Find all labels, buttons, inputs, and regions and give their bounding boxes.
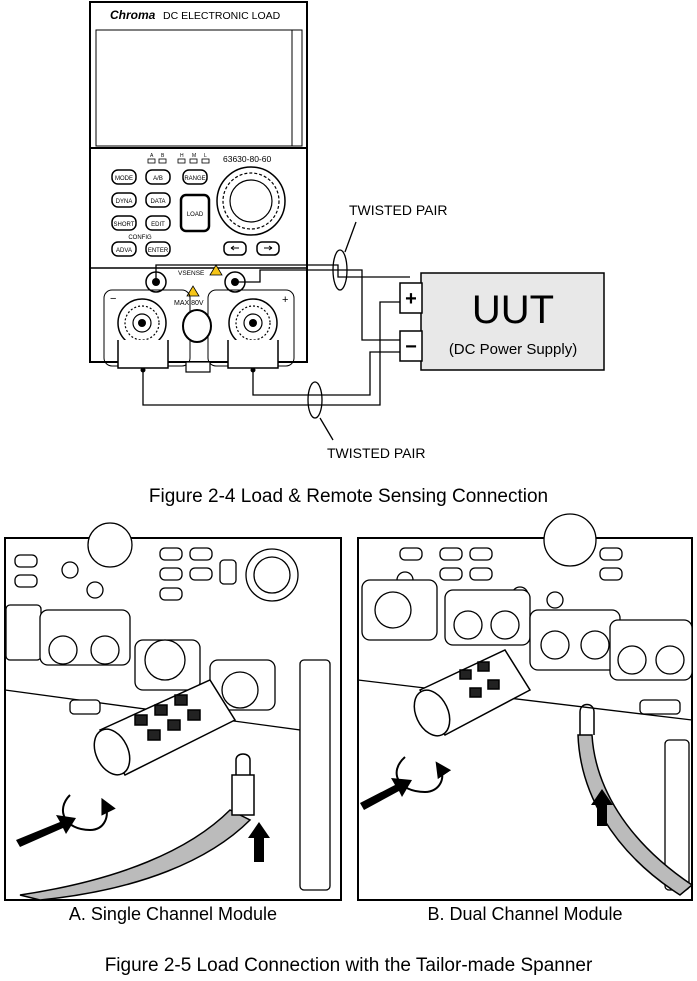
data-key[interactable] bbox=[145, 192, 171, 208]
mode-key[interactable] bbox=[111, 169, 137, 185]
range-key-label: RANGE bbox=[184, 176, 205, 182]
uut-plus-terminal[interactable] bbox=[399, 282, 423, 314]
spanner-a bbox=[93, 679, 237, 776]
enter-key[interactable] bbox=[145, 241, 171, 257]
rotary-knob[interactable] bbox=[216, 166, 286, 236]
config-label: CONFIG bbox=[128, 235, 152, 241]
panel-b-dual-channel bbox=[357, 513, 694, 901]
load-plus-sign: + bbox=[282, 294, 288, 306]
panel-b-caption: B. Dual Channel Module bbox=[427, 904, 623, 924]
arrow-icon bbox=[360, 778, 412, 810]
device-title: DC ELECTRONIC LOAD bbox=[163, 10, 281, 22]
data-key-label: DATA bbox=[150, 199, 165, 205]
right-arrow-icon bbox=[264, 245, 273, 251]
keypad: MODE A/B RANGE DYNA DATA SHORT EDIT CONF… bbox=[111, 169, 280, 257]
uut-minus-terminal[interactable] bbox=[399, 330, 423, 362]
vsense-label: VSENSE bbox=[178, 270, 205, 277]
ab-key-label: A/B bbox=[153, 176, 163, 182]
led-h bbox=[177, 158, 186, 164]
twisted-pair-marker-top bbox=[332, 249, 348, 291]
load-minus-terminal[interactable] bbox=[103, 289, 191, 369]
figure-2-5-caption: Figure 2-5 Load Connection with the Tail… bbox=[104, 955, 593, 976]
led-label-a: A bbox=[150, 153, 154, 159]
enter-key-label: ENTER bbox=[148, 248, 169, 254]
led-l bbox=[201, 158, 210, 164]
arrow-icon bbox=[591, 789, 613, 826]
twisted-pair-marker-bottom bbox=[307, 381, 323, 419]
led-b bbox=[158, 158, 167, 164]
led-m bbox=[189, 158, 198, 164]
led-label-m: M bbox=[192, 153, 196, 159]
arrow-icon bbox=[16, 815, 76, 847]
edit-key-label: EDIT bbox=[151, 222, 165, 228]
figure-2-4-caption: Figure 2-4 Load & Remote Sensing Connect… bbox=[148, 486, 549, 507]
load-key-label: LOAD bbox=[187, 212, 204, 218]
spanner-b bbox=[413, 649, 532, 737]
wiring bbox=[142, 221, 410, 441]
twisted-pair-label-bottom: TWISTED PAIR bbox=[327, 445, 426, 461]
panel-a-single-channel bbox=[4, 522, 342, 901]
edit-key[interactable] bbox=[145, 215, 171, 231]
ab-key[interactable] bbox=[145, 169, 171, 185]
led-label-b: B bbox=[161, 153, 165, 159]
led-label-h: H bbox=[180, 153, 184, 159]
mode-key-label: MODE bbox=[115, 176, 133, 182]
uut-box: UUT (DC Power Supply) + − bbox=[399, 272, 605, 371]
load-plus-terminal[interactable] bbox=[207, 289, 295, 369]
arrow-icon bbox=[248, 822, 270, 862]
warning-icon bbox=[209, 264, 223, 276]
load-key[interactable] bbox=[179, 193, 211, 233]
device-front-panel: Chroma DC ELECTRONIC LOAD 63630-80-60 A … bbox=[89, 1, 308, 373]
uut-subtitle: (DC Power Supply) bbox=[449, 341, 577, 358]
range-key[interactable] bbox=[182, 169, 208, 185]
adva-key-label: ADVA bbox=[116, 248, 132, 254]
led-indicators: A B H M L bbox=[147, 153, 210, 164]
panel-a-caption: A. Single Channel Module bbox=[68, 904, 278, 924]
uut-minus-sign: − bbox=[405, 336, 417, 358]
short-key[interactable] bbox=[111, 215, 137, 231]
rotation-arrow-icon bbox=[61, 794, 116, 832]
brand-logo: Chroma bbox=[110, 8, 156, 22]
dyna-key-label: DYNA bbox=[116, 199, 133, 205]
adva-key[interactable] bbox=[111, 241, 137, 257]
led-a bbox=[147, 158, 156, 164]
cable-a bbox=[19, 753, 255, 901]
left-arrow-icon bbox=[230, 245, 239, 251]
cable-b bbox=[577, 703, 694, 896]
uut-plus-sign: + bbox=[405, 288, 417, 310]
warning-icon bbox=[186, 285, 200, 297]
center-knob[interactable] bbox=[182, 309, 212, 343]
max-voltage-label: MAX 80V bbox=[174, 300, 204, 307]
model-number: 63630-80-60 bbox=[223, 154, 271, 164]
twisted-pair-label-top: TWISTED PAIR bbox=[349, 202, 448, 218]
led-label-l: L bbox=[204, 153, 207, 159]
dyna-key[interactable] bbox=[111, 192, 137, 208]
short-key-label: SHORT bbox=[114, 222, 135, 228]
uut-title: UUT bbox=[472, 288, 554, 332]
load-minus-sign: − bbox=[110, 293, 116, 305]
rotation-arrow-icon bbox=[395, 756, 452, 794]
